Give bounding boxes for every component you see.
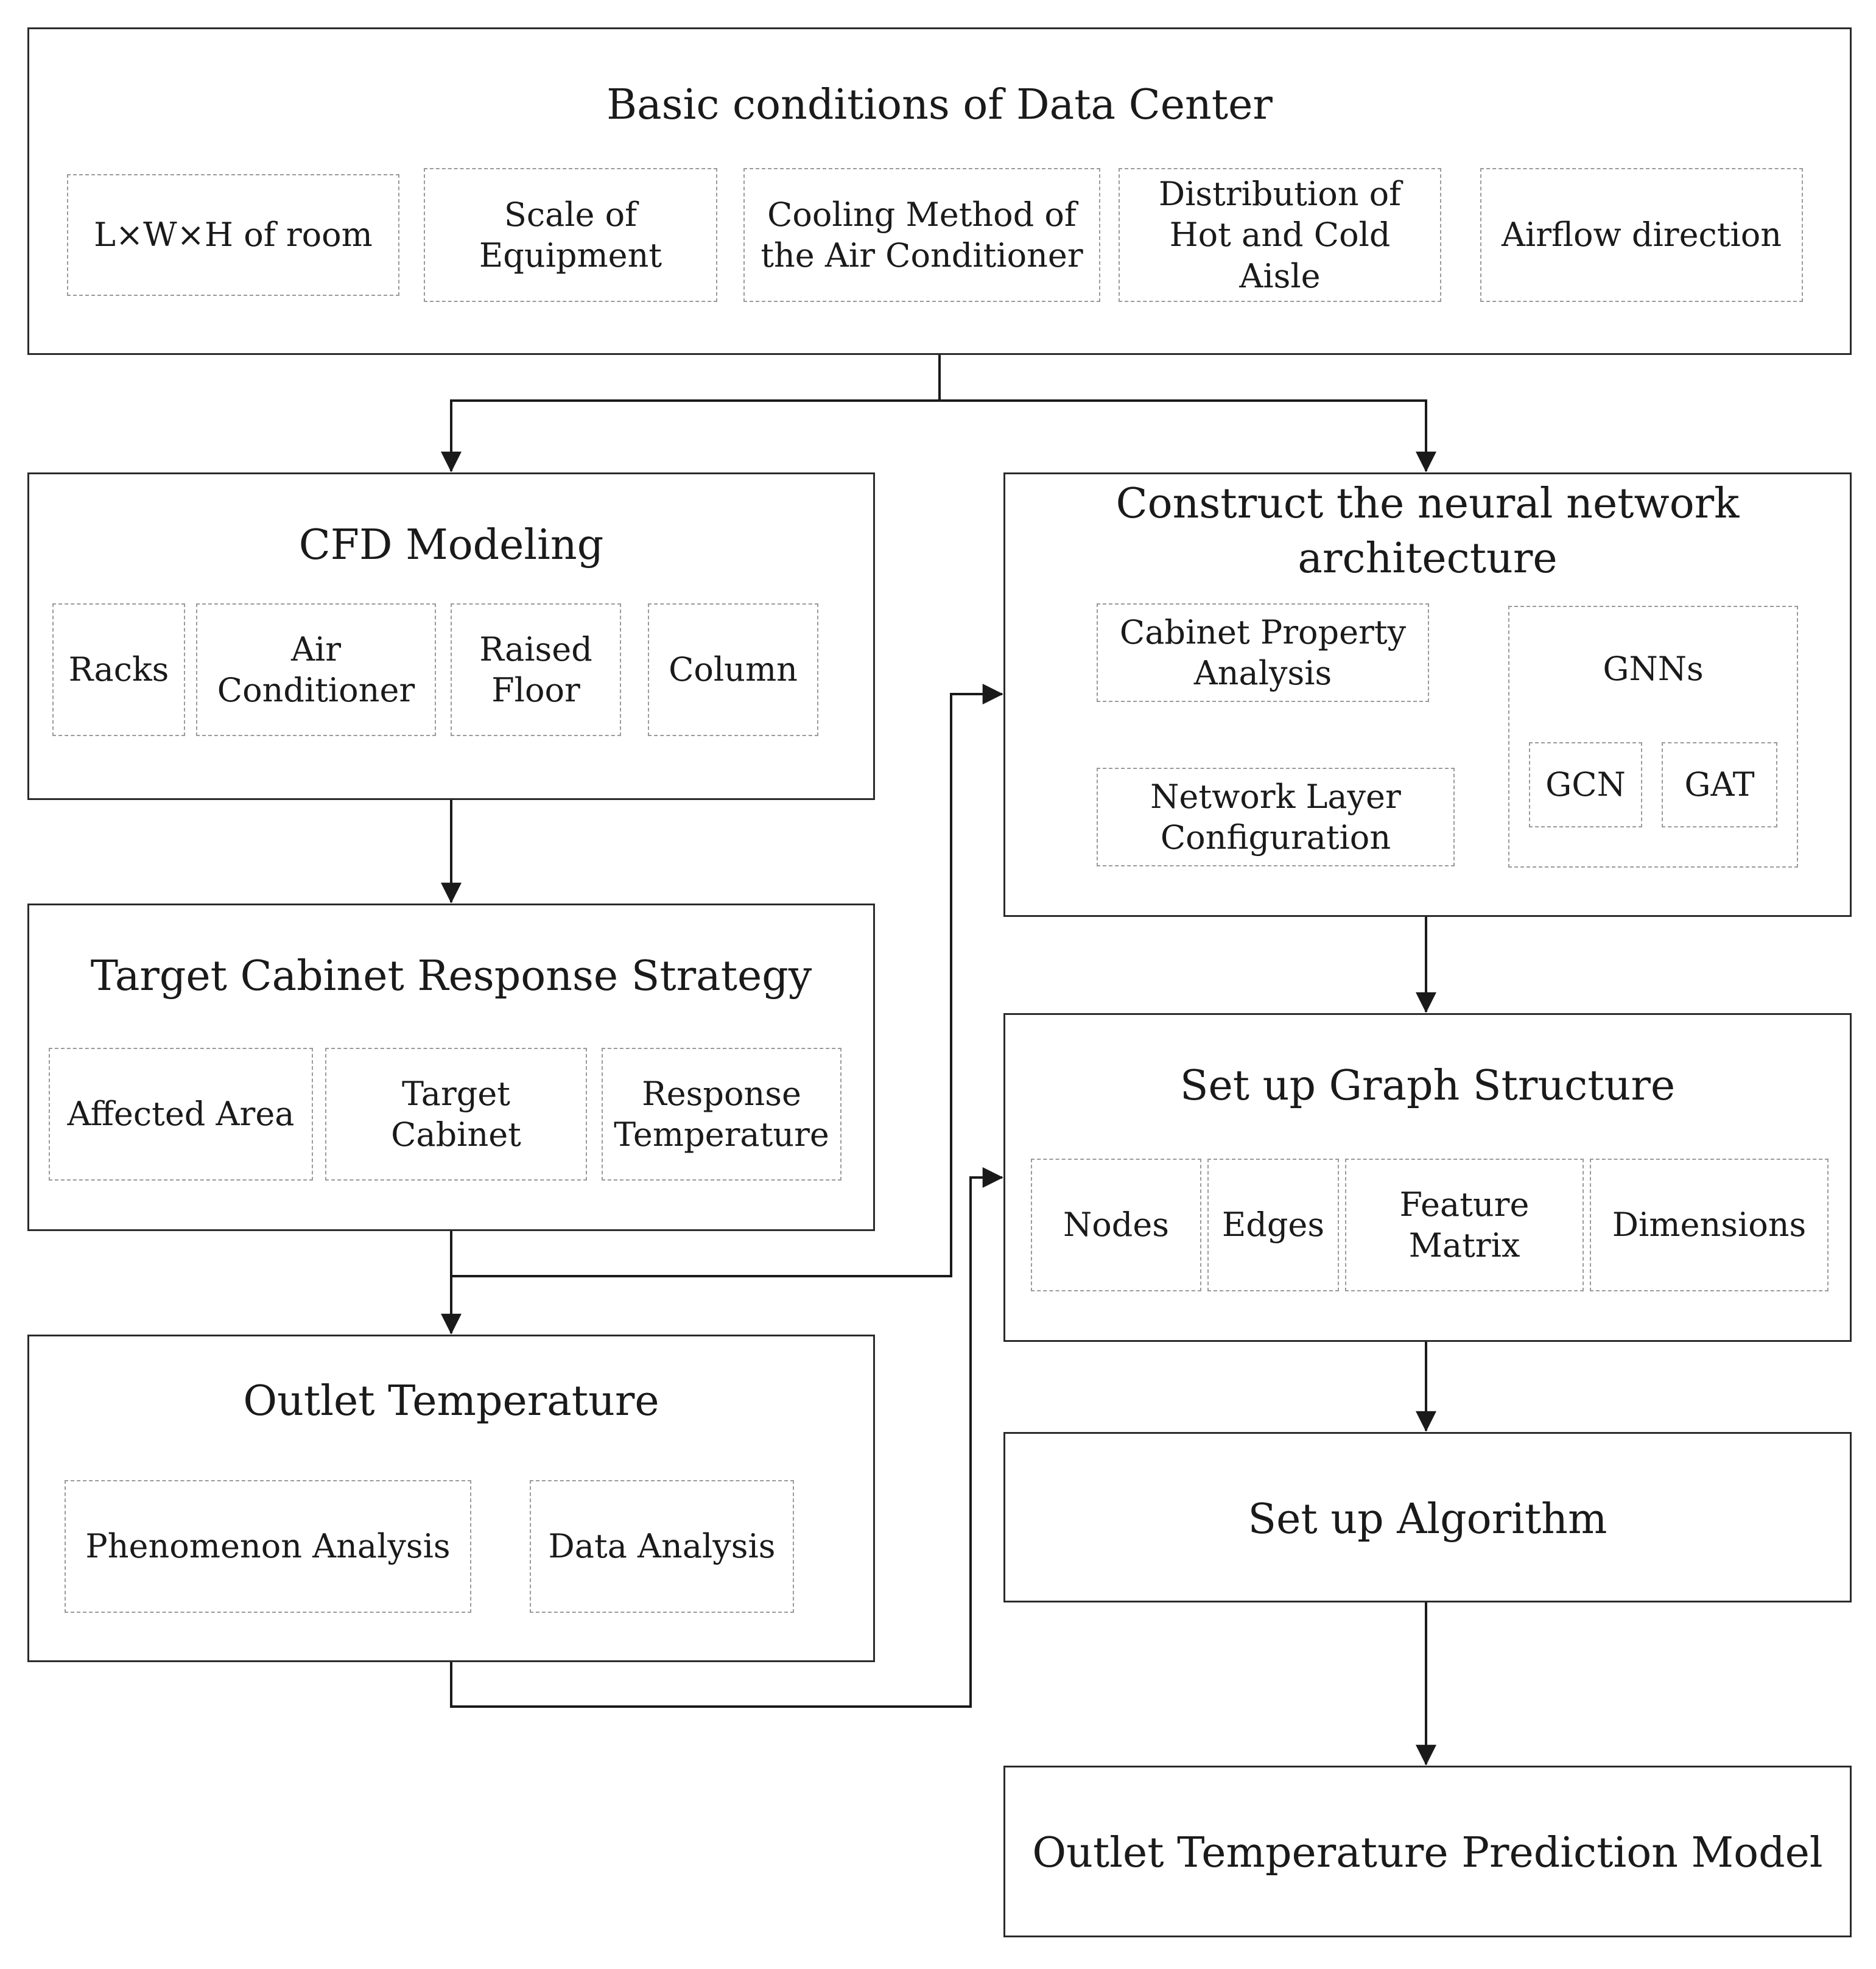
nn-item-network-layer: Network Layer Configuration	[1097, 768, 1455, 866]
graph-structure-box: Set up Graph Structure Nodes Edges Featu…	[1003, 1013, 1852, 1342]
outlet-temperature-box: Outlet Temperature Phenomenon Analysis D…	[27, 1335, 875, 1662]
basic-conditions-box: Basic conditions of Data Center L×W×H of…	[27, 27, 1852, 355]
cfd-item-column: Column	[648, 603, 818, 736]
outlet-item-phenomenon-analysis: Phenomenon Analysis	[65, 1480, 471, 1613]
target-item-response-temperature: Response Temperature	[602, 1048, 841, 1181]
basic-item-equipment-scale: Scale of Equipment	[424, 168, 717, 302]
neural-network-title: Construct the neural network architectur…	[1115, 480, 1740, 583]
neural-network-box: Construct the neural network architectur…	[1003, 472, 1852, 917]
algorithm-title: Set up Algorithm	[1248, 1495, 1607, 1543]
cfd-item-raised-floor: Raised Floor	[451, 603, 621, 736]
graph-structure-title: Set up Graph Structure	[1179, 1062, 1676, 1110]
basic-item-room-size: L×W×H of room	[67, 174, 399, 296]
basic-item-aisle-distribution: Distribution of Hot and Cold Aisle	[1119, 168, 1441, 302]
cfd-modeling-box: CFD Modeling Racks Air Conditioner Raise…	[27, 472, 875, 800]
cfd-item-air-conditioner: Air Conditioner	[196, 603, 436, 736]
basic-item-airflow-direction: Airflow direction	[1480, 168, 1803, 302]
graph-item-nodes: Nodes	[1031, 1159, 1201, 1291]
target-cabinet-box: Target Cabinet Response Strategy Affecte…	[27, 904, 875, 1231]
graph-item-dimensions: Dimensions	[1590, 1159, 1829, 1291]
outlet-item-data-analysis: Data Analysis	[530, 1480, 794, 1613]
prediction-model-box: Outlet Temperature Prediction Model	[1003, 1766, 1852, 1937]
arrow-basic-to-cfd	[441, 354, 941, 472]
outlet-temperature-title: Outlet Temperature	[243, 1377, 659, 1425]
target-item-affected-area: Affected Area	[49, 1048, 313, 1181]
nn-gnns-group: GNNs	[1508, 606, 1798, 868]
basic-item-cooling-method: Cooling Method of the Air Conditioner	[743, 168, 1100, 302]
algorithm-box: Set up Algorithm	[1003, 1432, 1852, 1602]
nn-gnns-label: GNNs	[1603, 650, 1704, 688]
target-cabinet-title: Target Cabinet Response Strategy	[90, 952, 812, 1000]
nn-item-gat: GAT	[1662, 742, 1777, 827]
graph-item-edges: Edges	[1207, 1159, 1339, 1291]
prediction-model-title: Outlet Temperature Prediction Model	[1032, 1829, 1823, 1877]
nn-item-gcn: GCN	[1529, 742, 1642, 827]
target-item-target-cabinet: Target Cabinet	[325, 1048, 587, 1181]
nn-item-cabinet-property: Cabinet Property Analysis	[1097, 603, 1429, 702]
arrow-target-to-nn	[451, 684, 1003, 1277]
basic-conditions-title: Basic conditions of Data Center	[606, 81, 1273, 129]
cfd-item-racks: Racks	[52, 603, 185, 736]
arrow-basic-to-nn	[940, 399, 1436, 472]
arrow-outlet-to-graph	[450, 1167, 1003, 1708]
cfd-modeling-title: CFD Modeling	[298, 521, 604, 569]
graph-item-feature-matrix: Feature Matrix	[1345, 1159, 1584, 1291]
